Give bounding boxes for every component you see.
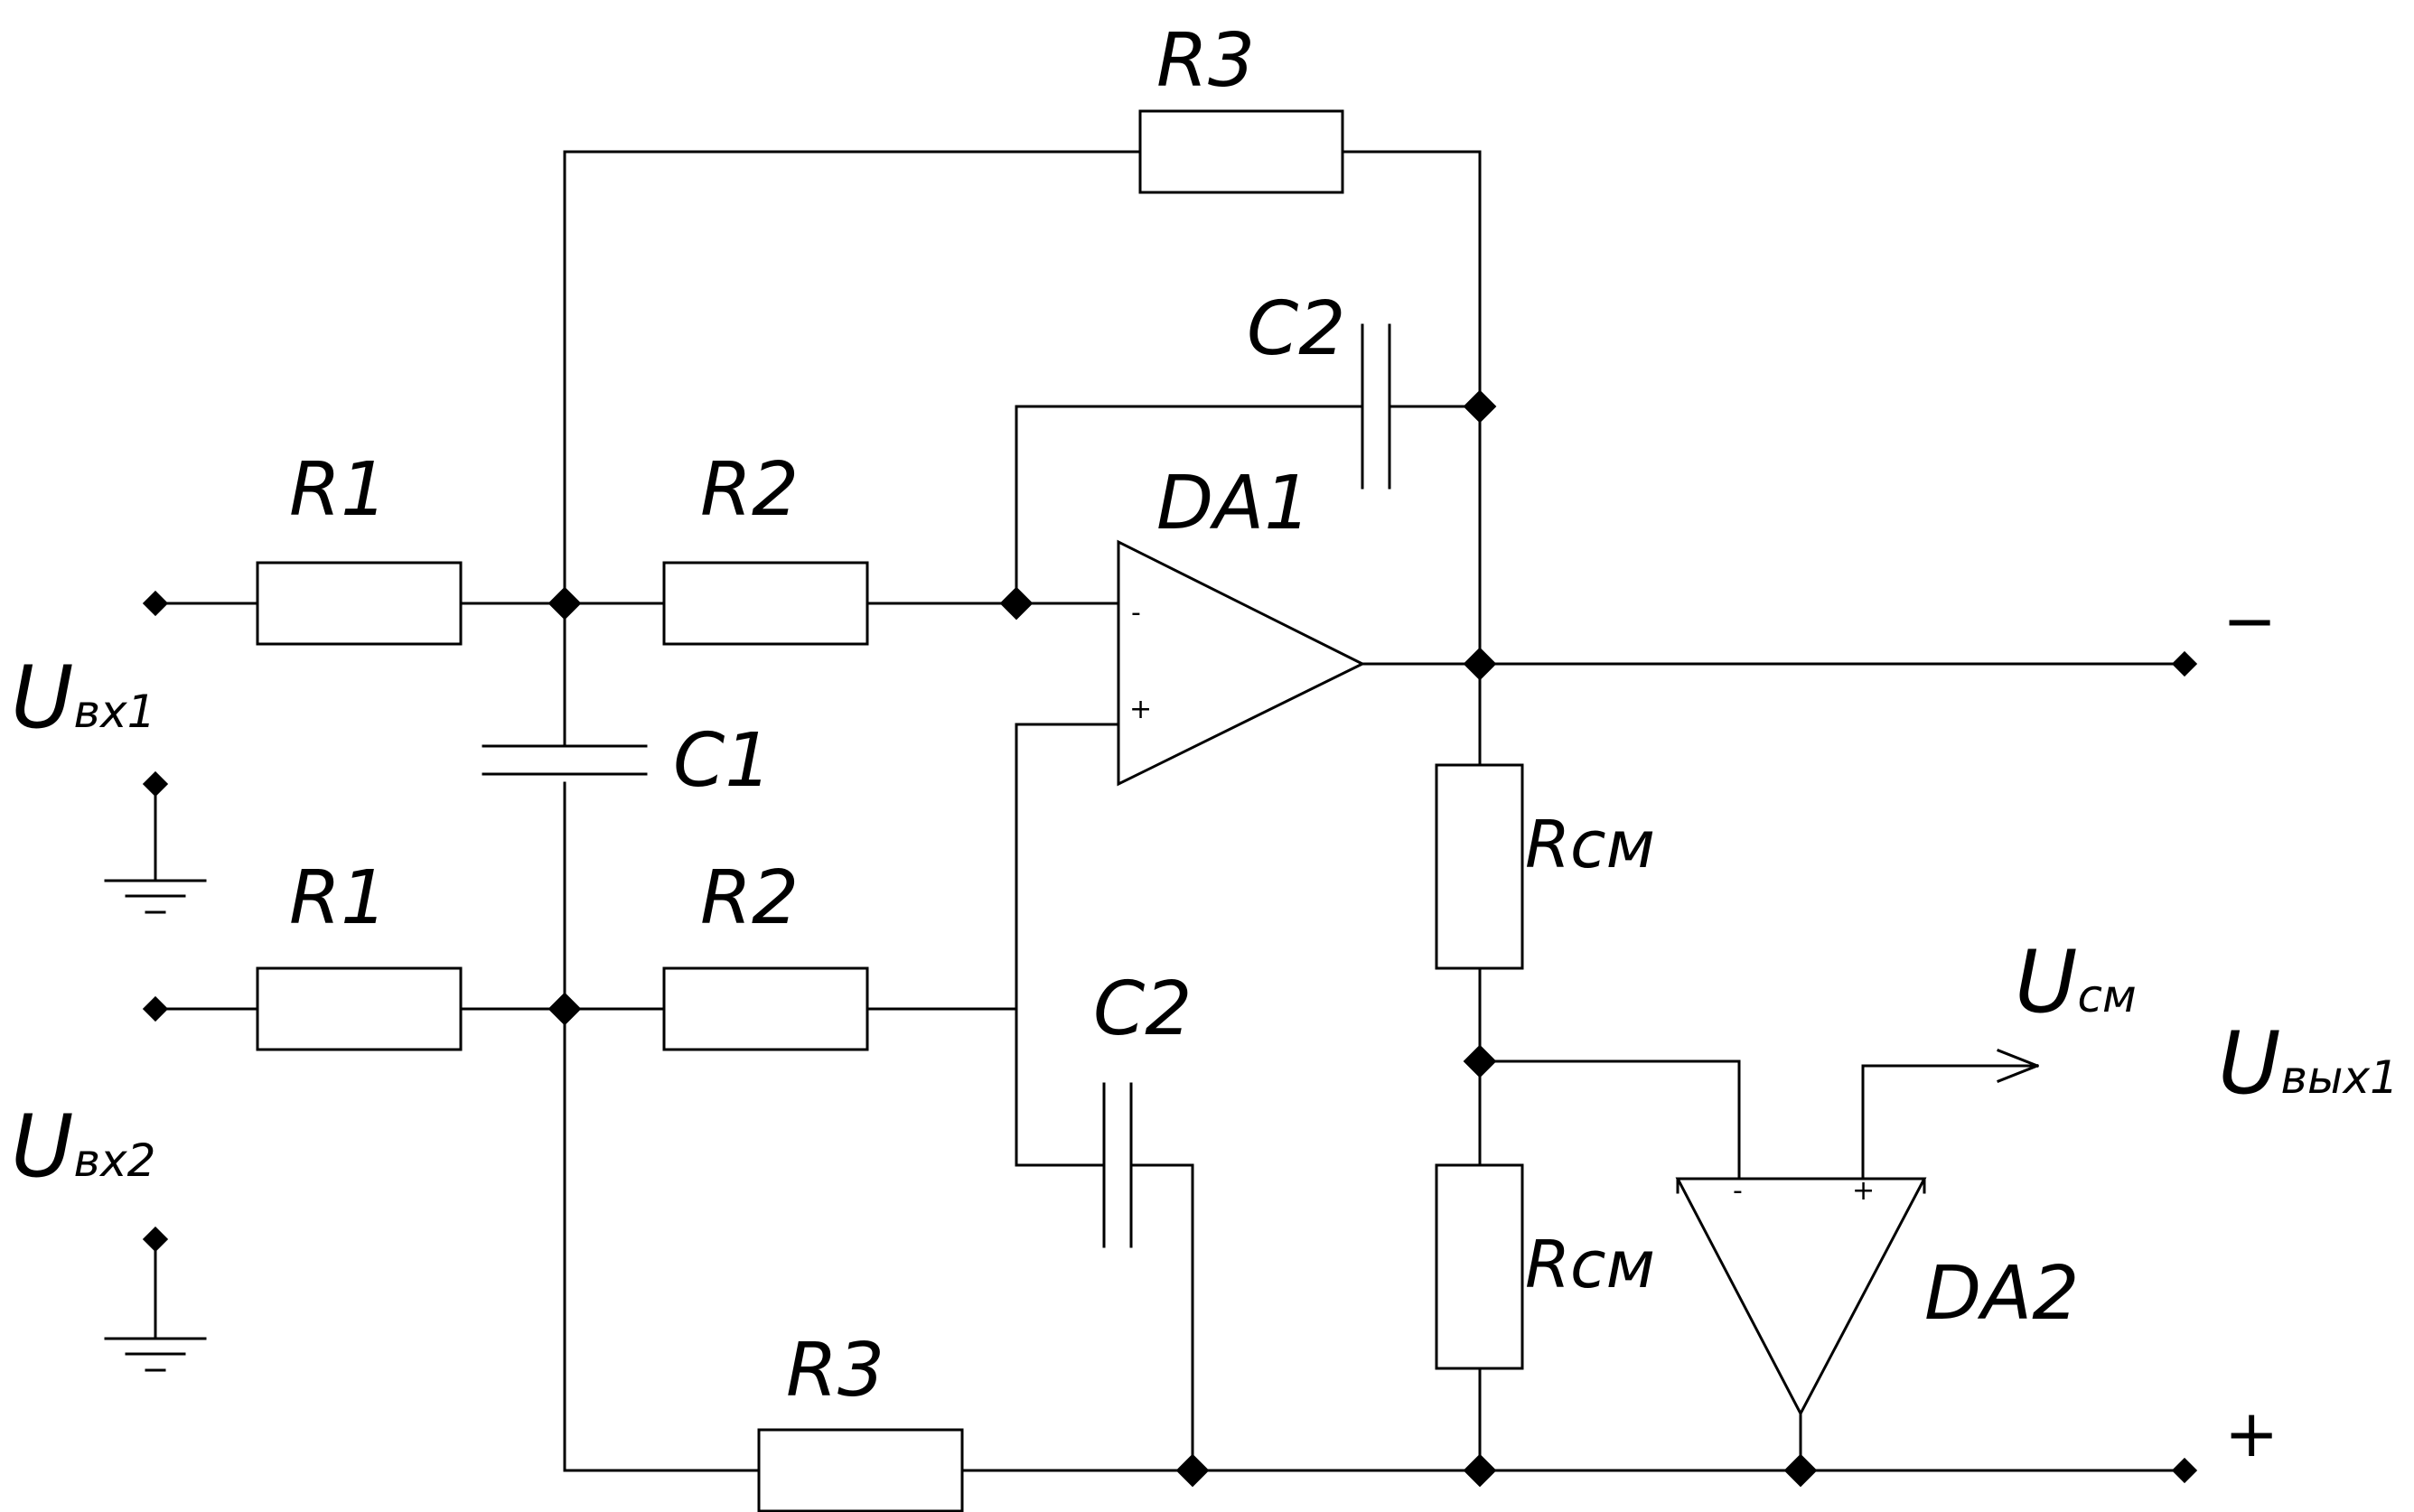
label-da1: DA1 bbox=[1156, 461, 1311, 546]
label-u-in1: Uвх1 bbox=[11, 649, 155, 748]
resistor-rcm-bottom bbox=[1435, 1163, 1524, 1370]
resistor-r3-bottom bbox=[757, 1428, 964, 1512]
label-output-minus: − bbox=[2222, 583, 2277, 658]
terminal-input-2 bbox=[142, 995, 169, 1022]
terminal-output-plus bbox=[2171, 1457, 2198, 1484]
label-c2-top: C2 bbox=[1247, 286, 1345, 372]
label-r2-top: R2 bbox=[700, 447, 799, 533]
junction-node bbox=[1463, 1044, 1497, 1078]
label-r1-bottom: R1 bbox=[289, 855, 388, 941]
resistor-r1-bottom bbox=[256, 966, 463, 1051]
label-rcm-bottom: Rсм bbox=[1525, 1227, 1655, 1302]
resistor-rcm-top bbox=[1435, 763, 1524, 970]
label-u-out1: Uвых1 bbox=[2218, 1014, 2399, 1114]
capacitor-c1 bbox=[482, 744, 648, 776]
terminal-ground-1 bbox=[142, 770, 169, 798]
label-da2: DA2 bbox=[1924, 1251, 2079, 1337]
label-c1: C1 bbox=[673, 718, 772, 804]
label-u-in2: Uвх2 bbox=[11, 1097, 155, 1197]
resistor-r2-top bbox=[662, 561, 869, 646]
label-output-plus: + bbox=[2224, 1395, 2278, 1471]
junction-node bbox=[547, 586, 582, 621]
capacitor-c2-bottom bbox=[1102, 1082, 1133, 1248]
junction-node bbox=[1175, 1453, 1210, 1488]
label-r3-top: R3 bbox=[1156, 18, 1255, 104]
junction-node bbox=[1463, 389, 1497, 424]
terminal-output-minus bbox=[2171, 650, 2198, 677]
junction-node bbox=[1463, 1453, 1497, 1488]
resistor-r3-top bbox=[1138, 109, 1344, 194]
terminal-input-1 bbox=[142, 590, 169, 617]
resistor-r1-top bbox=[256, 561, 463, 646]
terminal-ground-2 bbox=[142, 1226, 169, 1253]
opamp-da2 bbox=[1675, 1177, 1927, 1417]
label-rcm-top: Rсм bbox=[1525, 807, 1655, 882]
label-r3-bottom: R3 bbox=[786, 1328, 884, 1414]
label-u-cm: Uсм bbox=[2015, 933, 2137, 1032]
label-r2-bottom: R2 bbox=[700, 855, 799, 941]
label-da2-plus: + bbox=[1852, 1175, 1875, 1207]
junction-node bbox=[547, 992, 582, 1026]
opamp-da1 bbox=[1117, 539, 1366, 787]
capacitor-c2-top bbox=[1361, 323, 1391, 490]
junction-node bbox=[1463, 647, 1497, 681]
label-r1-top: R1 bbox=[289, 447, 388, 533]
label-da1-plus: + bbox=[1129, 694, 1152, 725]
label-c2-bottom: C2 bbox=[1093, 966, 1192, 1052]
terminals bbox=[142, 590, 2198, 1484]
junction-node bbox=[999, 586, 1034, 621]
resistor-r2-bottom bbox=[662, 966, 869, 1051]
junction-node bbox=[1783, 1453, 1818, 1488]
wires bbox=[104, 150, 2186, 1472]
label-da2-minus: - bbox=[1733, 1175, 1743, 1207]
label-da1-minus: - bbox=[1131, 597, 1141, 629]
junction-nodes bbox=[547, 389, 1818, 1488]
